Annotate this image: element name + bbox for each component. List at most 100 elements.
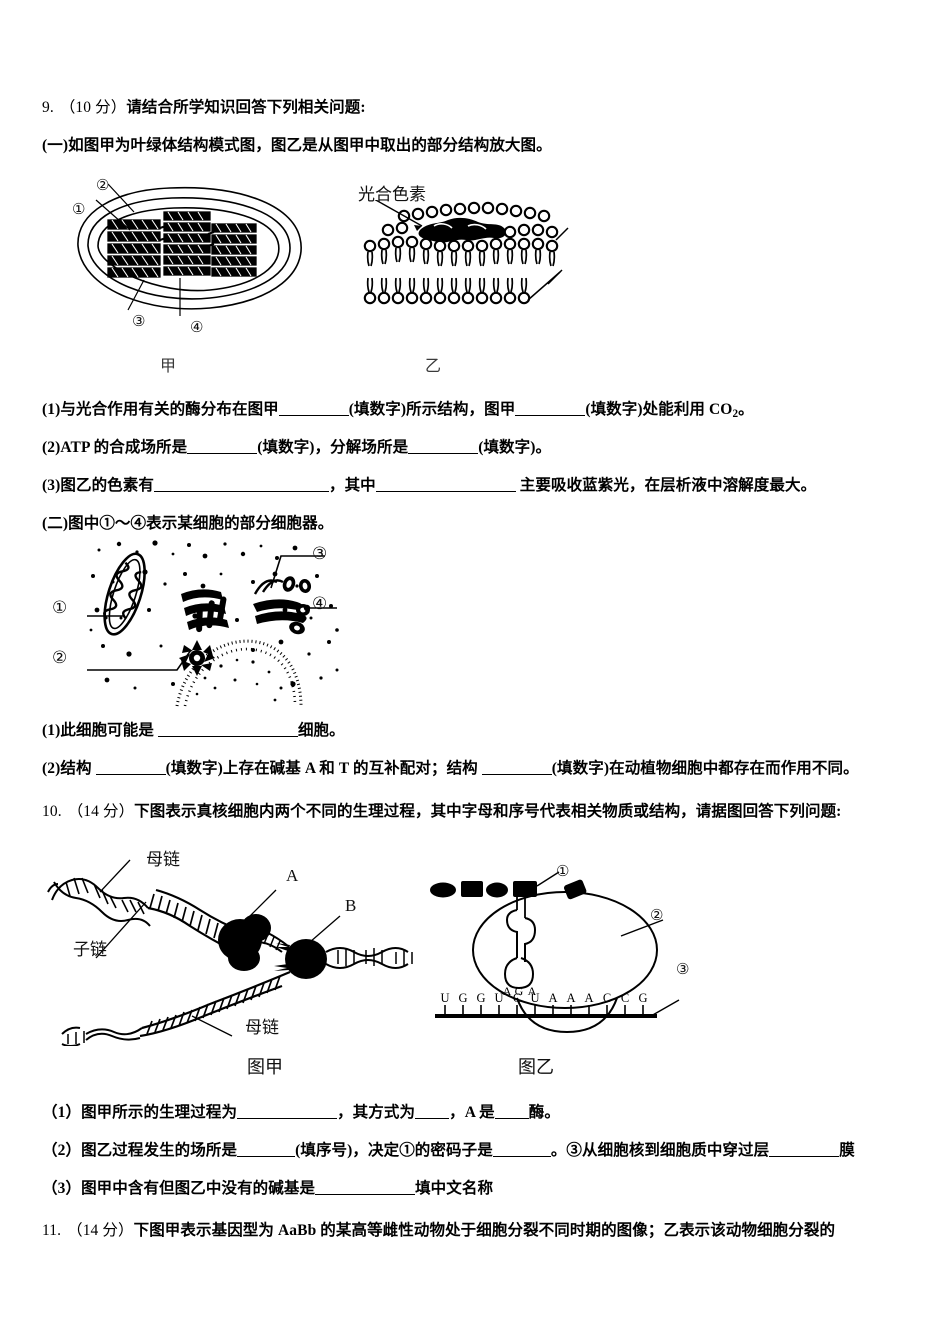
question-11-t1: 下图甲表示基因型为 xyxy=(133,1222,278,1239)
q10-1-t4: 酶。 xyxy=(528,1104,560,1121)
q9-1-3-blank-2[interactable] xyxy=(375,491,516,492)
q9-2-1-marker: (1) xyxy=(42,722,61,739)
q10-2-blank-1[interactable] xyxy=(237,1156,296,1157)
q10-1-t2: ，其方式为 xyxy=(337,1104,416,1121)
translation-callout-1: ① xyxy=(556,864,570,880)
part-1-label: (一) xyxy=(42,137,69,154)
q9-2-2-blank-1[interactable] xyxy=(95,774,166,775)
q9-1-3-marker: (3) xyxy=(42,477,61,494)
q9-1-2-t1: ATP 的合成场所是 xyxy=(60,439,188,456)
q10-2-t3: 。③从细胞核到细胞质中穿过层 xyxy=(550,1142,770,1159)
question-10-points: （14 分） xyxy=(67,803,135,820)
part-2-label: (二) xyxy=(42,515,69,532)
q10-1-blank-1[interactable] xyxy=(237,1118,338,1119)
q9-1-1-t1: 与光合作用有关的酶分布在图甲 xyxy=(60,401,279,418)
svg-text:G: G xyxy=(638,991,647,1005)
q10-2-marker: （2） xyxy=(42,1142,82,1159)
q10-2-t2: (填序号)，决定①的密码子是 xyxy=(295,1142,493,1159)
q10-1-t3: ，A 是 xyxy=(449,1104,495,1121)
q9-1-3-t2: ，其中 xyxy=(328,477,376,494)
thylakoid-membrane-diagram xyxy=(352,200,572,318)
q9-1-1-t4: 。 xyxy=(738,401,754,418)
q9-2-1-t1: 此细胞可能是 xyxy=(60,722,158,739)
part-2-text: 图中①～④表示某细胞的部分细胞器。 xyxy=(68,515,334,532)
translation-callout-3: ③ xyxy=(676,962,690,978)
question-11-points: （14 分） xyxy=(67,1222,134,1239)
svg-text:A: A xyxy=(566,991,575,1005)
chloroplast-callout-1: ① xyxy=(72,202,86,218)
q9-1-3-blank-1[interactable] xyxy=(153,491,329,492)
svg-text:U: U xyxy=(530,991,539,1005)
question-11-number: 11. xyxy=(42,1222,62,1239)
chloroplast-caption-yi: 乙 xyxy=(425,358,442,375)
svg-text:U: U xyxy=(440,991,449,1005)
q9-1-3: (3)图乙的色素有，其中 主要吸收蓝紫光，在层析液中溶解度最大。 xyxy=(42,476,816,497)
q10-3-t1: 图甲中含有但图乙中没有的碱基是 xyxy=(81,1180,316,1197)
svg-text:U: U xyxy=(494,991,503,1005)
q9-1-1-marker: (1) xyxy=(42,401,61,418)
q9-2-1: (1)此细胞可能是 细胞。 xyxy=(42,721,345,742)
organelle-callout-4: ④ xyxy=(312,594,328,613)
question-9-heading: 9. （10 分）请结合所学知识回答下列相关问题: xyxy=(42,98,366,119)
q10-1-marker: （1） xyxy=(42,1104,82,1121)
question-11-genotype: AaBb xyxy=(277,1222,317,1239)
translation-callout-2: ② xyxy=(650,908,664,924)
q9-2-1-blank-1[interactable] xyxy=(157,736,298,737)
q9-2-2-marker: (2) xyxy=(42,760,61,777)
organelle-diagram xyxy=(85,538,345,708)
dna-label-enzyme-b: B xyxy=(345,896,357,915)
figure-caption-jia: 图甲 xyxy=(247,1057,283,1077)
svg-text:A: A xyxy=(584,991,593,1005)
q9-2-2: (2)结构 (填数字)上存在碱基 A 和 T 的互补配对；结构 (填数字)在动植… xyxy=(42,759,859,780)
q9-1-2-blank-1[interactable] xyxy=(187,453,258,454)
organelle-callout-1: ① xyxy=(52,598,68,617)
q9-2-2-blank-2[interactable] xyxy=(481,774,552,775)
q10-1-blank-2[interactable] xyxy=(415,1118,450,1119)
q10-3-marker: （3） xyxy=(42,1180,82,1197)
dna-label-daughter-strand: 子链 xyxy=(73,940,107,959)
q10-1-t1: 图甲所示的生理过程为 xyxy=(81,1104,238,1121)
q9-1-1-t2: (填数字)所示结构，图甲 xyxy=(348,401,516,418)
q9-1-2: (2)ATP 的合成场所是(填数字)，分解场所是(填数字)。 xyxy=(42,438,551,459)
svg-text:A: A xyxy=(548,991,557,1005)
organelle-callout-3: ③ xyxy=(312,544,328,563)
q10-2-t1: 图乙过程发生的场所是 xyxy=(81,1142,238,1159)
q9-2-2-t1: 结构 xyxy=(60,760,96,777)
q9-2-2-t3: (填数字)在动植物细胞中都存在而作用不同。 xyxy=(551,760,859,777)
question-9-part1-heading: (一)如图甲为叶绿体结构模式图，图乙是从图甲中取出的部分结构放大图。 xyxy=(42,136,552,157)
svg-text:C: C xyxy=(621,991,629,1005)
q10-3-blank-1[interactable] xyxy=(315,1194,416,1195)
q10-2-blank-3[interactable] xyxy=(769,1156,840,1157)
q10-1-blank-3[interactable] xyxy=(494,1118,529,1119)
q9-1-2-marker: (2) xyxy=(42,439,61,456)
chloroplast-caption-jia: 甲 xyxy=(160,358,177,375)
q10-3: （3）图甲中含有但图乙中没有的碱基是填中文名称 xyxy=(42,1179,493,1200)
question-9-part2-heading: (二)图中①～④表示某细胞的部分细胞器。 xyxy=(42,514,333,535)
svg-text:A: A xyxy=(503,984,512,998)
question-10-stem: 下图表示真核细胞内两个不同的生理过程，其中字母和序号代表相关物质或结构，请据图回… xyxy=(134,803,842,820)
dna-label-parent-strand-top: 母链 xyxy=(146,850,180,869)
chloroplast-callout-4: ④ xyxy=(190,320,204,336)
q10-2: （2）图乙过程发生的场所是 (填序号)，决定①的密码子是 。③从细胞核到细胞质中穿过… xyxy=(42,1141,855,1162)
question-9-points: （10 分） xyxy=(59,99,127,116)
question-10-heading: 10.（14 分）下图表示真核细胞内两个不同的生理过程，其中字母和序号代表相关物… xyxy=(42,802,841,823)
q9-1-2-blank-2[interactable] xyxy=(408,453,479,454)
q9-1-1-blank-1[interactable] xyxy=(278,415,349,416)
dna-replication-diagram xyxy=(44,846,434,1046)
q9-1-1-blank-2[interactable] xyxy=(515,415,586,416)
q9-1-2-t2: (填数字)，分解场所是 xyxy=(257,439,409,456)
svg-text:G: G xyxy=(476,991,485,1005)
chloroplast-diagram xyxy=(60,168,330,338)
question-9-stem: 请结合所学知识回答下列相关问题: xyxy=(126,99,366,116)
svg-text:A: A xyxy=(528,984,537,998)
photosynthetic-pigment-label: 光合色素 xyxy=(358,185,426,204)
question-9-number: 9. xyxy=(42,99,54,116)
q10-2-blank-2[interactable] xyxy=(492,1156,551,1157)
chloroplast-callout-3: ③ xyxy=(132,314,146,330)
q9-1-1-subscript: 2 xyxy=(732,408,739,421)
q10-1: （1）图甲所示的生理过程为 ，其方式为 ，A 是 酶。 xyxy=(42,1103,560,1124)
dna-label-parent-strand-bottom: 母链 xyxy=(245,1018,279,1037)
q9-1-1-t3: (填数字)处能利用 CO xyxy=(585,401,733,418)
